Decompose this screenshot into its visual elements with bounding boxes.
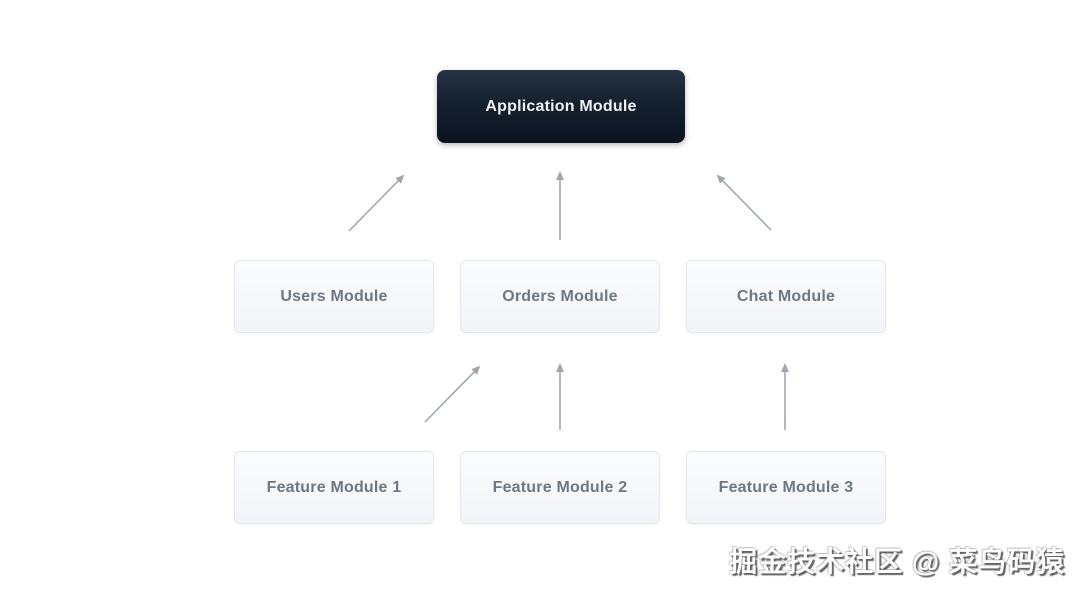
orders-module-label: Orders Module xyxy=(502,287,618,305)
orders-module-box: Orders Module xyxy=(460,260,660,333)
arrow-chat-to-application xyxy=(716,174,772,231)
watermark: 掘金技术社区 @ 菜鸟码猿 xyxy=(729,546,1065,577)
arrow-feature1-to-orders xyxy=(424,365,481,423)
users-module-box: Users Module xyxy=(234,260,434,333)
application-module-label: Application Module xyxy=(485,97,637,115)
feature-module-3-label: Feature Module 3 xyxy=(718,478,854,496)
feature-module-1-box: Feature Module 1 xyxy=(234,451,434,524)
feature-module-2-label: Feature Module 2 xyxy=(492,478,628,496)
application-module-box: Application Module xyxy=(437,70,685,143)
feature-module-1-label: Feature Module 1 xyxy=(266,478,402,496)
feature-module-3-box: Feature Module 3 xyxy=(686,451,886,524)
feature-module-2-box: Feature Module 2 xyxy=(460,451,660,524)
chat-module-box: Chat Module xyxy=(686,260,886,333)
chat-module-label: Chat Module xyxy=(736,287,836,305)
arrow-users-to-application xyxy=(348,174,405,232)
users-module-label: Users Module xyxy=(280,287,388,305)
